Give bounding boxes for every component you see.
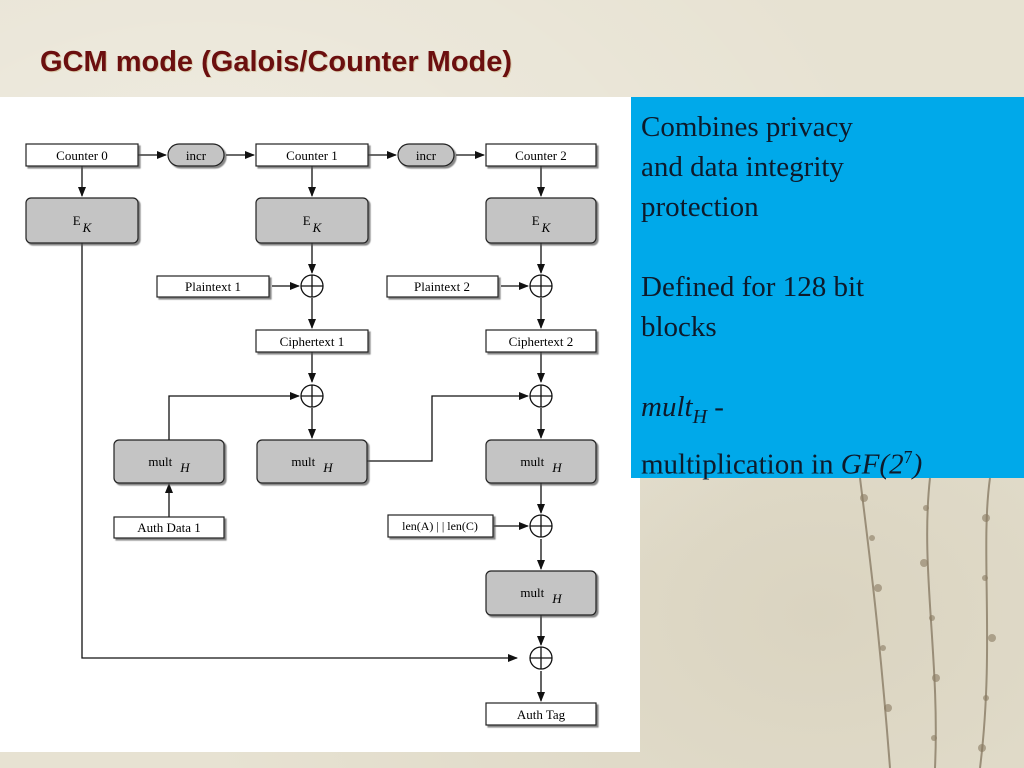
- counter-1-label: Counter 1: [286, 148, 338, 163]
- info-line-2: and data integrity: [641, 151, 844, 183]
- mult-dash: -: [707, 391, 724, 423]
- ciphertext-2-block: Ciphertext 2: [485, 329, 597, 353]
- incr-label-2: incr: [416, 148, 437, 163]
- counter-0-label: Counter 0: [56, 148, 108, 163]
- len-label: len(A) | | len(C): [402, 519, 478, 533]
- info-line-4: Defined for 128 bit: [641, 271, 865, 303]
- plaintext-2-block: Plaintext 2: [386, 275, 499, 298]
- xor-node-ghash-1: [300, 384, 324, 408]
- auth-data-1-label: Auth Data 1: [137, 520, 201, 535]
- gf-text: GF(2: [840, 448, 904, 481]
- svg-text:multH: multH: [520, 454, 562, 475]
- svg-text:multH: multH: [520, 585, 562, 606]
- auth-tag-block: Auth Tag: [485, 702, 597, 726]
- decorative-branches: [859, 478, 996, 768]
- info-gf-line: multiplication in GF(27): [641, 437, 1014, 485]
- auth-data-1-block: Auth Data 1: [113, 516, 225, 539]
- incr-block-1: incr: [167, 143, 225, 167]
- len-block: len(A) | | len(C): [387, 514, 494, 538]
- gcm-diagram-panel: Counter 0 incr Counter 1 incr Counter 2 …: [0, 97, 640, 752]
- svg-text:EK: EK: [303, 213, 323, 235]
- gf-close: ): [912, 448, 923, 481]
- plaintext-1-block: Plaintext 1: [156, 275, 270, 298]
- gcm-diagram: Counter 0 incr Counter 1 incr Counter 2 …: [25, 143, 597, 726]
- xor-node-len: [529, 514, 553, 538]
- xor-node-plaintext-2: [529, 274, 553, 298]
- info-mult-line: multH -: [641, 387, 1014, 437]
- incr-block-2: incr: [397, 143, 455, 167]
- xor-node-ghash-2: [529, 384, 553, 408]
- xor-node-plaintext-1: [300, 274, 324, 298]
- plaintext-2-label: Plaintext 2: [414, 279, 470, 294]
- svg-text:EK: EK: [532, 213, 552, 235]
- auth-tag-label: Auth Tag: [517, 707, 566, 722]
- xor-nodes: [300, 274, 553, 670]
- info-callout: Combines privacy and data integrity prot…: [631, 97, 1024, 480]
- multiplication-text: multiplication in: [641, 448, 841, 481]
- svg-text:EK: EK: [73, 213, 93, 235]
- counter-0-block: Counter 0: [25, 143, 139, 167]
- xor-node-tag: [529, 646, 553, 670]
- ciphertext-1-label: Ciphertext 1: [280, 334, 345, 349]
- mult-subscript: H: [692, 405, 708, 428]
- counter-2-block: Counter 2: [485, 143, 597, 167]
- counter-1-block: Counter 1: [255, 143, 369, 167]
- plaintext-1-label: Plaintext 1: [185, 279, 241, 294]
- svg-text:multH: multH: [148, 454, 190, 475]
- slide-title: GCM mode (Galois/Counter Mode): [40, 46, 513, 78]
- info-line-1: Combines privacy: [641, 111, 853, 143]
- gf-exponent: 7: [903, 446, 913, 467]
- svg-text:multH: multH: [291, 454, 333, 475]
- mult-word: mult: [641, 391, 693, 423]
- info-line-3: protection: [641, 191, 759, 223]
- counter-2-label: Counter 2: [515, 148, 567, 163]
- ciphertext-2-label: Ciphertext 2: [509, 334, 574, 349]
- connectors: [78, 151, 545, 702]
- incr-label-1: incr: [186, 148, 207, 163]
- ciphertext-1-block: Ciphertext 1: [255, 329, 369, 353]
- info-line-5: blocks: [641, 311, 717, 343]
